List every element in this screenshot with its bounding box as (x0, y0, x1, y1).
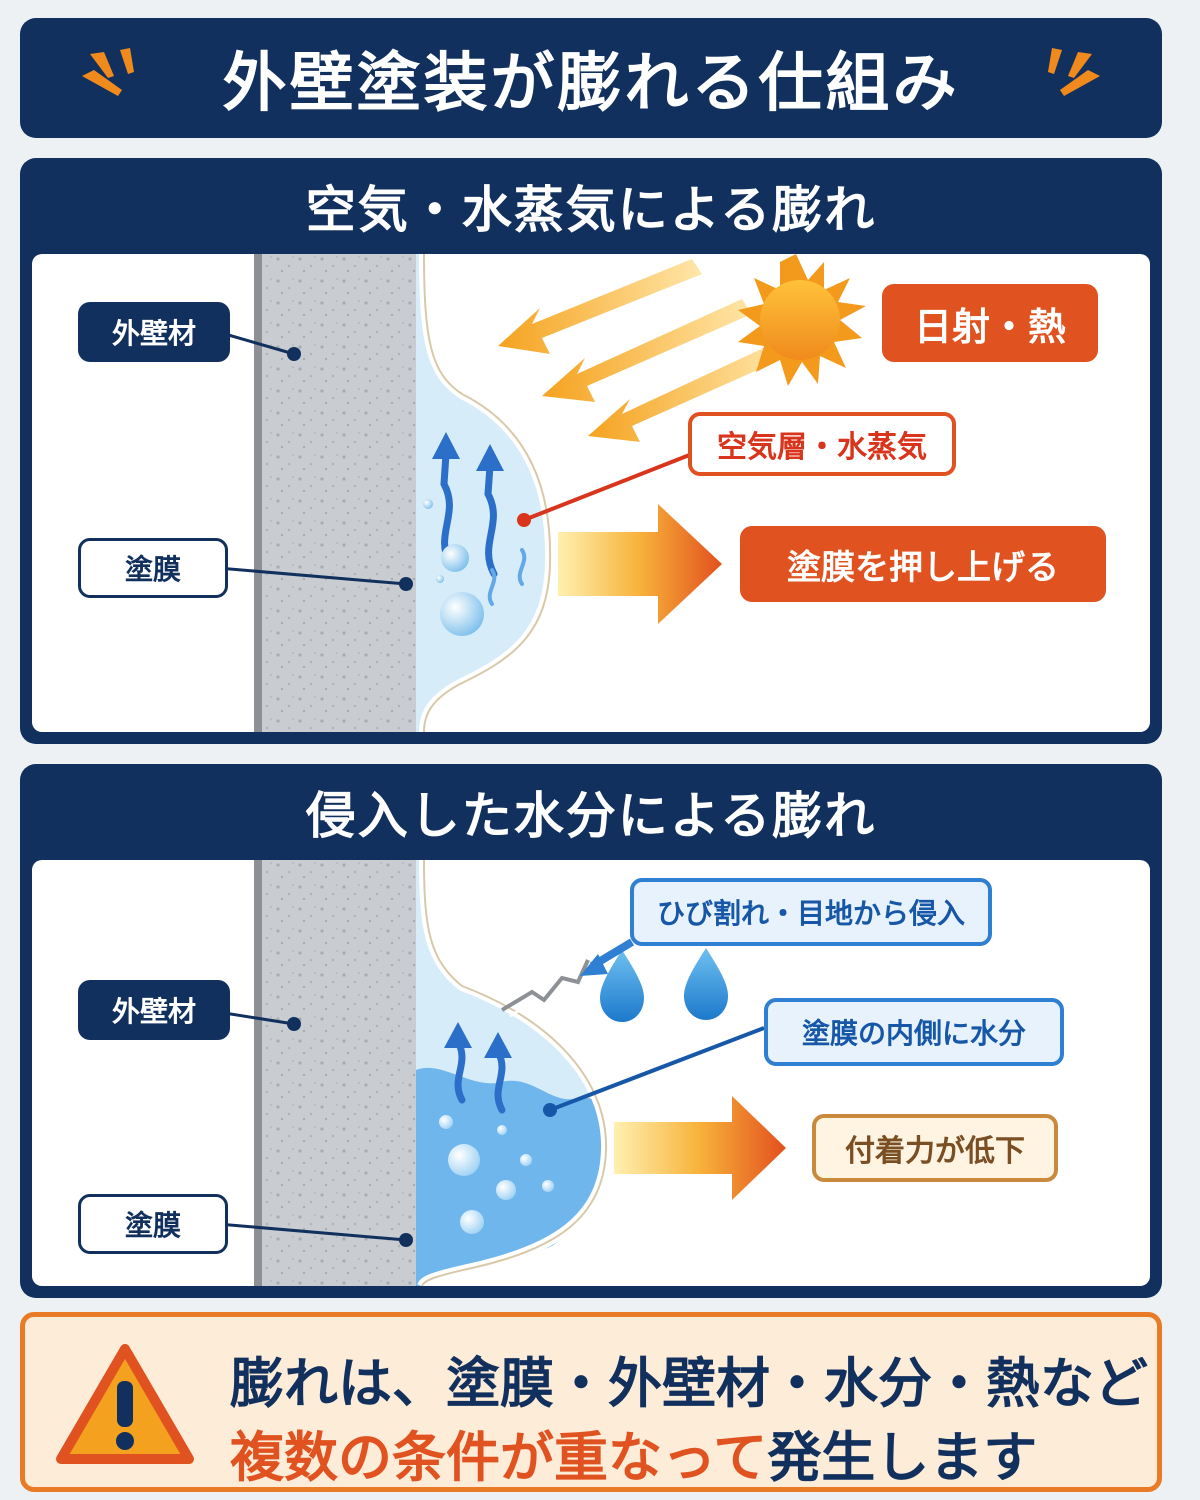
label-push-up: 塗膜を押し上げる (740, 526, 1106, 602)
label-crack-intrusion: ひび割れ・目地から侵入 (630, 878, 992, 946)
label-water-inside: 塗膜の内側に水分 (764, 998, 1064, 1066)
label-heat: 日射・熱 (882, 284, 1098, 362)
label-wall-material: 外壁材 (78, 980, 230, 1040)
panel-water-header: 侵入した水分による膨れ (305, 787, 877, 845)
wall-material (256, 254, 416, 732)
warning-triangle-icon (56, 1344, 194, 1464)
label-wall-material: 外壁材 (78, 302, 230, 362)
panel-water: 侵入した水分による膨れ (20, 764, 1162, 1298)
label-paint-film: 塗膜 (78, 1194, 228, 1254)
bubble (440, 592, 484, 636)
heat-arrows (498, 259, 782, 442)
warning-highlight: 複数の条件が重なって (230, 1426, 768, 1489)
wall-material (256, 860, 416, 1286)
bubble (448, 1144, 480, 1176)
push-arrow (558, 504, 722, 624)
panel-air-vapor-header: 空気・水蒸気による膨れ (305, 181, 877, 239)
warning-box: 膨れは、塗膜・外壁材・水分・熱など 複数の条件が重なって発生します (20, 1312, 1162, 1492)
label-adhesion-drop: 付着力が低下 (812, 1114, 1058, 1182)
crack (500, 959, 590, 1012)
water-drop-icon (684, 948, 728, 1020)
wall-edge (254, 254, 262, 732)
spark-right-icon (1048, 48, 1100, 96)
diagram-water-svg (217, 860, 786, 1286)
warning-line-2: 複数の条件が重なって発生します (230, 1413, 1037, 1492)
label-air-vapor: 空気層・水蒸気 (688, 412, 956, 476)
adhesion-arrow (614, 1096, 786, 1200)
sun-icon (738, 254, 866, 386)
warning-line-1: 膨れは、塗膜・外壁材・水分・熱など (230, 1352, 1148, 1415)
water-drop-icon (600, 950, 644, 1022)
wall-edge (254, 860, 262, 1286)
intrusion-arrow (580, 954, 608, 976)
spark-left-icon (82, 48, 134, 96)
panel-air-vapor: 空気・水蒸気による膨れ (20, 158, 1162, 744)
title-bar: 外壁塗装が膨れる仕組み (20, 18, 1162, 138)
label-paint-film: 塗膜 (78, 538, 228, 598)
bubble (441, 544, 469, 572)
panel-air-vapor-diagram: 外壁材 塗膜 日射・熱 空気層・水蒸気 塗膜を押し上げる (32, 254, 1150, 732)
diagram-air-vapor-svg (217, 254, 866, 732)
warning-rest: 発生します (767, 1426, 1038, 1489)
page-title: 外壁塗装が膨れる仕組み (222, 47, 960, 121)
panel-water-diagram: 外壁材 塗膜 ひび割れ・目地から侵入 塗膜の内側に水分 付着力が低下 (32, 860, 1150, 1286)
